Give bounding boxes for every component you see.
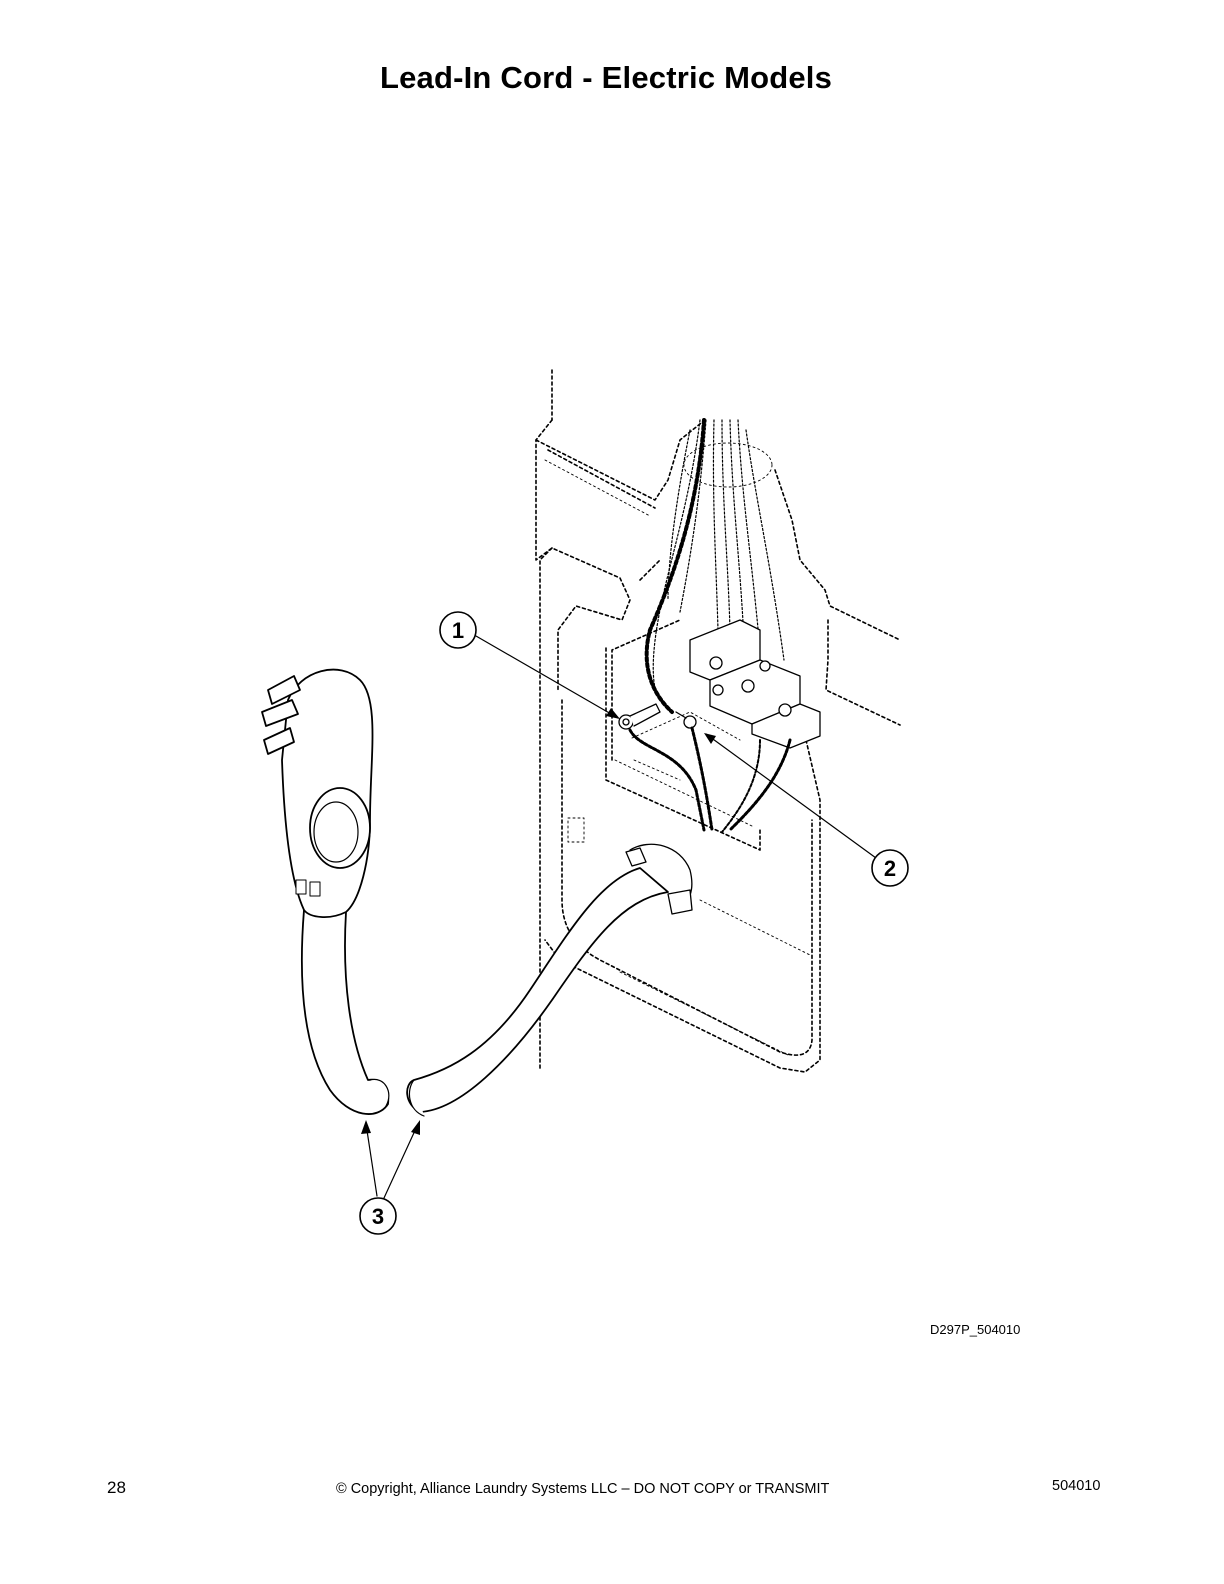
cabinet-inner-details — [544, 442, 813, 1057]
wire-bundle — [652, 419, 785, 701]
strain-relief — [625, 843, 693, 915]
cord-cable-right — [406, 867, 669, 1117]
callout-3-number: 3 — [372, 1204, 384, 1229]
leader-lines — [365, 635, 877, 1199]
callout-3 — [359, 1197, 397, 1235]
copyright-notice: © Copyright, Alliance Laundry Systems LL… — [336, 1481, 830, 1497]
callout-1-number: 1 — [452, 618, 464, 643]
leader-arrowheads — [361, 708, 716, 1135]
document-number: 504010 — [1052, 1478, 1101, 1494]
figure-code: D297P_504010 — [930, 1322, 1021, 1337]
cabinet-outline — [535, 369, 901, 1073]
callout-1 — [439, 611, 477, 649]
callout-2-number: 2 — [884, 856, 896, 881]
heavy-wire — [644, 418, 706, 714]
page-number: 28 — [107, 1478, 126, 1497]
ring-terminals — [618, 703, 697, 730]
terminal-block — [689, 619, 821, 749]
page-title: Lead-In Cord - Electric Models — [379, 60, 833, 95]
callout-2 — [871, 849, 909, 887]
plug-and-cable-left — [261, 668, 390, 1115]
cord-conductors — [628, 726, 792, 833]
